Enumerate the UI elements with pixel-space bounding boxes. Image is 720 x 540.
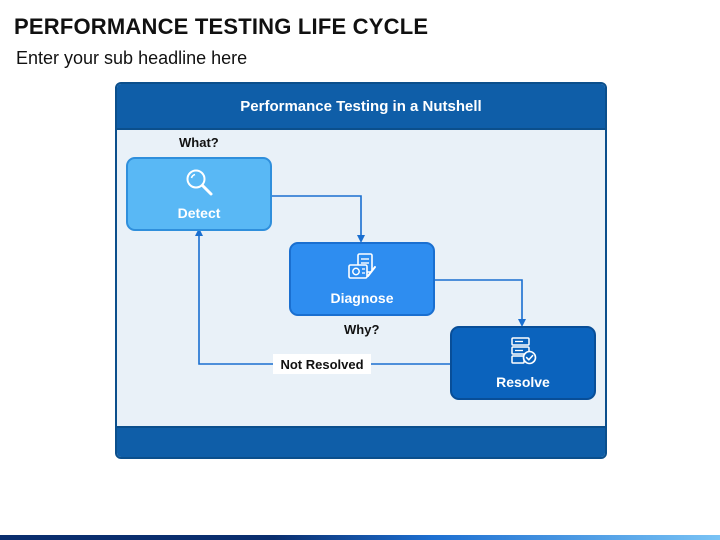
step-detect: Detect (126, 157, 272, 231)
magnifier-icon (184, 167, 214, 197)
connector-detect-to-diagnose (270, 195, 365, 243)
diagram-panel: Performance Testing in a Nutshell What? (115, 82, 607, 459)
panel-header: Performance Testing in a Nutshell (117, 84, 605, 130)
panel-header-title: Performance Testing in a Nutshell (240, 97, 482, 115)
what-label: What? (179, 135, 219, 150)
panel-body: What? Detect (117, 84, 605, 457)
not-resolved-label: Not Resolved (273, 354, 371, 374)
step-diagnose-label: Diagnose (330, 290, 394, 306)
step-diagnose: Diagnose (289, 242, 435, 316)
step-detect-label: Detect (177, 205, 221, 221)
server-check-icon (508, 336, 538, 366)
diagnose-tools-icon (346, 252, 378, 282)
connector-diagnose-to-resolve (433, 279, 526, 327)
step-resolve-label: Resolve (496, 374, 550, 390)
page-title: PERFORMANCE TESTING LIFE CYCLE (14, 14, 429, 39)
step-resolve: Resolve (450, 326, 596, 400)
why-label: Why? (344, 322, 380, 337)
page-subtitle: Enter your sub headline here (16, 48, 248, 68)
panel-footer (117, 426, 605, 457)
bottom-gradient-bar (0, 535, 720, 540)
